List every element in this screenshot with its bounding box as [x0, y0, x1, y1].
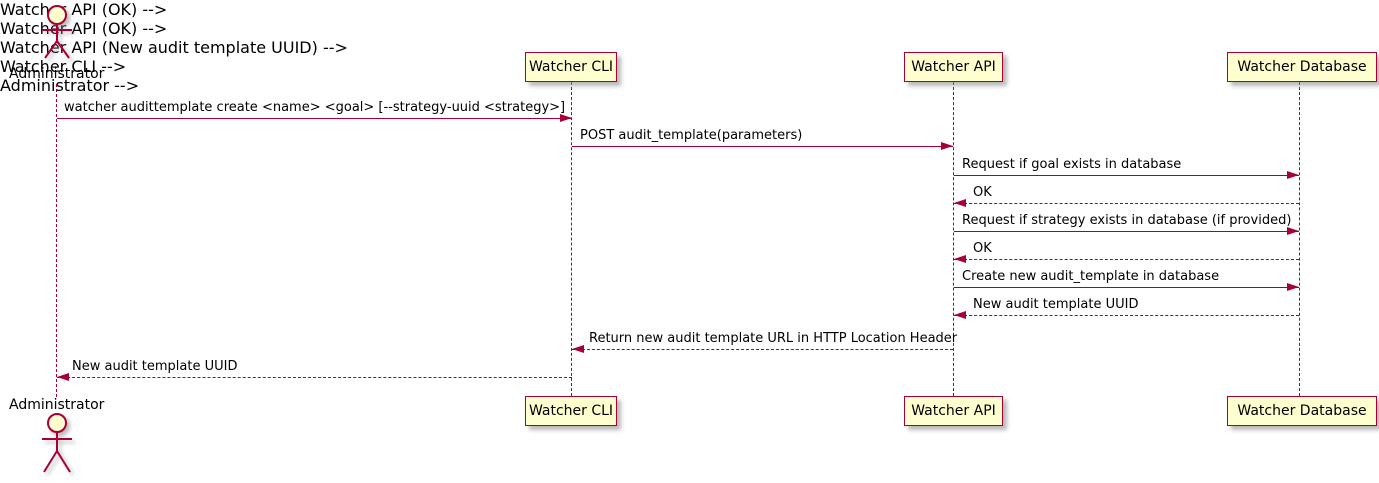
- message-4-line: [954, 203, 1299, 204]
- actor-label-top: Administrator: [9, 66, 105, 82]
- arrowhead-icon: [1287, 283, 1299, 291]
- message-10-label: New audit template UUID: [72, 359, 238, 374]
- lifeline-watcher-cli: [571, 82, 572, 396]
- arrowhead-icon: [954, 255, 966, 263]
- message-3-line: [954, 175, 1299, 176]
- message-7-label: Create new audit_template in database: [962, 269, 1220, 284]
- participant-watcher-cli-bottom: Watcher CLI: [525, 396, 617, 426]
- message-2-label: POST audit_template(parameters): [580, 128, 803, 143]
- participant-watcher-database-top: Watcher Database: [1227, 52, 1377, 82]
- message-4-label: OK: [973, 185, 992, 200]
- arrowhead-icon: [572, 345, 584, 353]
- message-6-line: [954, 259, 1299, 260]
- message-7-line: [954, 287, 1299, 288]
- arrowhead-icon: [560, 114, 572, 122]
- participant-watcher-api-bottom: Watcher API: [904, 396, 1003, 426]
- arrowhead-icon: [57, 373, 69, 381]
- message-10-line: [57, 377, 572, 378]
- message-5-label: Request if strategy exists in database (…: [962, 213, 1292, 228]
- arrowhead-icon: [1287, 171, 1299, 179]
- participant-watcher-cli-top: Watcher CLI: [525, 52, 617, 82]
- message-8-line: [954, 315, 1299, 316]
- lifeline-administrator: [56, 84, 57, 397]
- actor-figure-top: [39, 4, 75, 66]
- person-icon: [42, 413, 72, 473]
- message-1-line: [57, 118, 572, 119]
- message-3-label: Request if goal exists in database: [962, 157, 1182, 172]
- participant-watcher-api-top: Watcher API: [904, 52, 1003, 82]
- lifeline-watcher-api: [953, 82, 954, 396]
- message-8-label: New audit template UUID: [973, 297, 1139, 312]
- actor-figure-bottom: [39, 412, 75, 483]
- message-1-label: watcher audittemplate create <name> <goa…: [64, 100, 566, 115]
- lifeline-watcher-database: [1299, 82, 1300, 396]
- person-icon: [42, 5, 72, 59]
- message-9-label: Return new audit template URL in HTTP Lo…: [589, 331, 958, 346]
- message-2-line: [572, 146, 953, 147]
- arrowhead-icon: [941, 142, 953, 150]
- arrowhead-icon: [954, 311, 966, 319]
- message-6-label: OK: [973, 241, 992, 256]
- message-5-line: [954, 231, 1299, 232]
- message-9-line: [572, 349, 953, 350]
- arrowhead-icon: [954, 199, 966, 207]
- actor-label-bottom: Administrator: [9, 397, 105, 413]
- arrowhead-icon: [1287, 227, 1299, 235]
- participant-watcher-database-bottom: Watcher Database: [1227, 396, 1377, 426]
